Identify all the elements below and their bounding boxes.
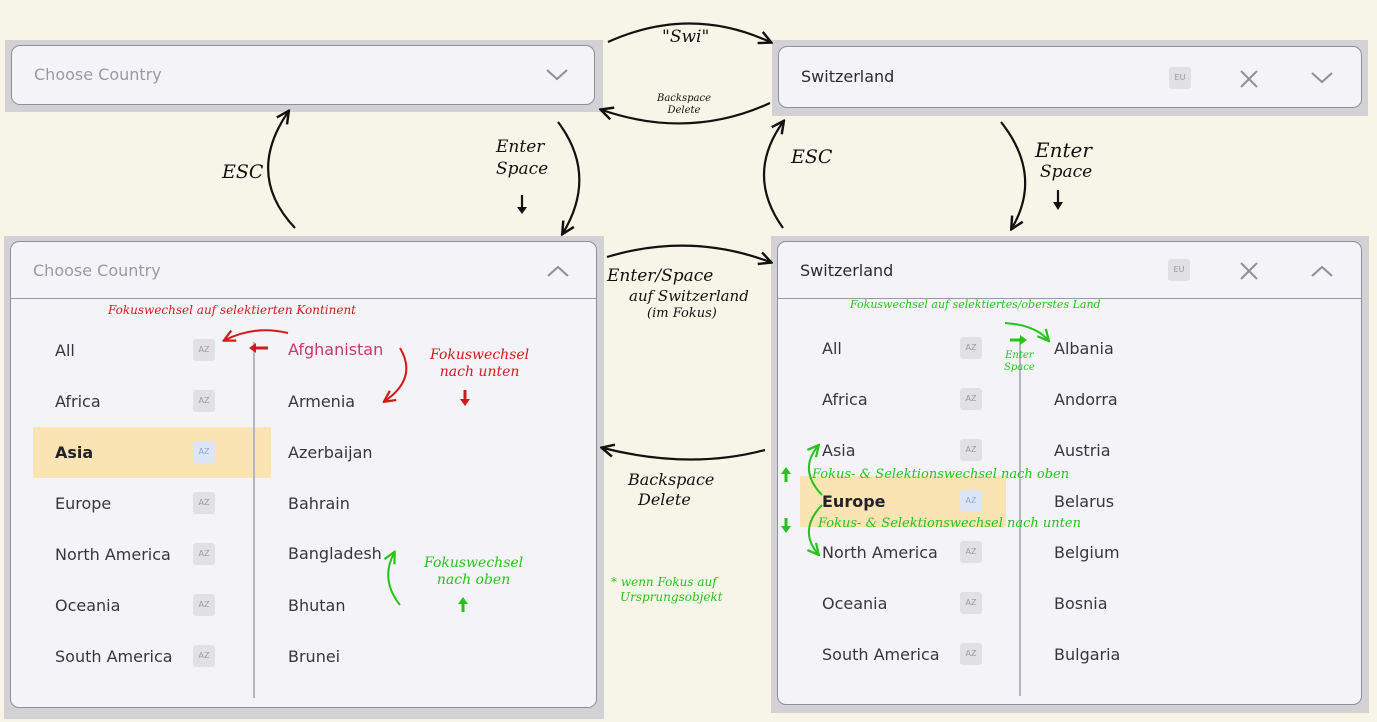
continent-label: Africa — [822, 390, 868, 409]
label-backspace-delete-small: Backspace Delete — [657, 93, 711, 116]
country-item[interactable]: Bulgaria — [1054, 645, 1121, 664]
az-badge: AZ — [193, 441, 215, 463]
continent-item[interactable]: All AZ — [33, 325, 271, 376]
combobox-value: Switzerland — [800, 261, 894, 280]
az-badge: AZ — [193, 339, 215, 361]
az-badge: AZ — [960, 388, 982, 410]
combobox-placeholder: Choose Country — [34, 65, 162, 84]
label-enter-space-small: Enter Space — [1004, 350, 1035, 373]
country-item[interactable]: Albania — [1054, 339, 1114, 358]
panel-header[interactable]: Choose Country — [11, 242, 596, 299]
arrow-esc-left — [267, 112, 296, 229]
country-item[interactable]: Andorra — [1054, 390, 1118, 409]
az-badge: AZ — [960, 439, 982, 461]
continent-item[interactable]: Europe AZ — [33, 478, 271, 529]
filled-combobox[interactable]: Switzerland EU — [778, 46, 1362, 108]
label-enter-space-on-switzerland: Enter/Space auf Switzerland (im Fokus) — [607, 266, 749, 321]
label-selection-up: Fokus- & Selektionswechsel nach oben — [812, 467, 1070, 482]
az-badge: AZ — [193, 645, 215, 667]
close-icon[interactable] — [1238, 68, 1260, 90]
label-esc-left: ESC — [222, 161, 264, 183]
continent-item[interactable]: All AZ — [800, 323, 1038, 374]
continent-label: Asia — [822, 441, 856, 460]
arrow-select-country — [606, 244, 770, 262]
continent-item[interactable]: Africa AZ — [33, 376, 271, 427]
az-badge: AZ — [960, 643, 982, 665]
chevron-down-icon[interactable] — [1309, 69, 1335, 87]
panel-header[interactable]: Switzerland EU — [778, 242, 1361, 299]
country-item[interactable]: Bangladesh — [288, 544, 382, 563]
chevron-up-icon[interactable] — [545, 262, 571, 280]
region-badge: EU — [1168, 259, 1190, 281]
continent-label: Africa — [55, 392, 101, 411]
arrow-enter-right — [1000, 121, 1027, 228]
continent-item[interactable]: South America AZ — [33, 631, 271, 682]
country-item[interactable]: Belgium — [1054, 543, 1120, 562]
az-badge: AZ — [960, 541, 982, 563]
az-badge: AZ — [960, 337, 982, 359]
continent-item-selected[interactable]: Asia AZ — [33, 427, 271, 478]
label-backspace-delete-middle: Backspace Delete — [628, 470, 715, 509]
country-item[interactable]: Austria — [1054, 441, 1111, 460]
continent-item[interactable]: Oceania AZ — [33, 580, 271, 631]
continent-label: North America — [822, 543, 938, 562]
az-badge: AZ — [193, 492, 215, 514]
arrow-enter-left — [557, 121, 581, 233]
az-badge: AZ — [960, 490, 982, 512]
country-item-focused[interactable]: Afghanistan — [288, 340, 384, 359]
column-divider — [1019, 338, 1021, 696]
closed-combobox[interactable]: Choose Country — [11, 45, 595, 105]
chevron-up-icon[interactable] — [1309, 262, 1335, 280]
arrow-delete-to-open — [603, 448, 766, 461]
az-badge: AZ — [960, 592, 982, 614]
column-divider — [253, 342, 255, 698]
continent-item[interactable]: Asia AZ — [800, 425, 1038, 476]
label-focus-to-continent: Fokuswechsel auf selektierten Kontinent — [108, 303, 356, 317]
arrow-esc-right — [762, 122, 783, 229]
country-item[interactable]: Bhutan — [288, 596, 346, 615]
label-footnote: * wenn Fokus auf Ursprungsobjekt — [611, 575, 723, 604]
continent-label: All — [822, 339, 842, 358]
continent-item-selected[interactable]: Europe AZ — [800, 476, 1006, 527]
country-item[interactable]: Armenia — [288, 392, 356, 411]
label-esc-right: ESC — [791, 146, 833, 168]
continent-label: Oceania — [55, 596, 121, 615]
continent-label: Asia — [55, 443, 94, 462]
country-item[interactable]: Belarus — [1054, 492, 1115, 511]
continent-item[interactable]: North America AZ — [33, 529, 271, 580]
az-badge: AZ — [193, 594, 215, 616]
continent-item[interactable]: Oceania AZ — [800, 578, 1038, 629]
label-focus-to-country: Fokuswechsel auf selektiertes/oberstes L… — [850, 298, 1101, 311]
continent-label: South America — [822, 645, 940, 664]
label-enter-space-right: Enter Space — [1035, 138, 1093, 182]
continent-label: Europe — [55, 494, 112, 513]
label-typing: "Swi" — [662, 27, 710, 47]
continent-label: Oceania — [822, 594, 888, 613]
combobox-value: Switzerland — [801, 67, 895, 86]
close-icon[interactable] — [1238, 260, 1260, 282]
country-item[interactable]: Bosnia — [1054, 594, 1108, 613]
country-item[interactable]: Brunei — [288, 647, 341, 666]
continent-label: South America — [55, 647, 173, 666]
region-badge: EU — [1169, 67, 1191, 89]
combobox-placeholder: Choose Country — [33, 261, 161, 280]
chevron-down-icon[interactable] — [544, 66, 570, 84]
label-focus-up: Fokuswechsel nach oben — [424, 555, 524, 588]
label-enter-space-left: Enter Space — [496, 137, 549, 180]
az-badge: AZ — [193, 390, 215, 412]
country-item[interactable]: Azerbaijan — [288, 443, 373, 462]
az-badge: AZ — [193, 543, 215, 565]
label-focus-down: Fokuswechsel nach unten — [430, 347, 530, 380]
continent-label: All — [55, 341, 75, 360]
country-item[interactable]: Bahrain — [288, 494, 350, 513]
continent-item[interactable]: North America AZ — [800, 527, 1038, 578]
continent-item[interactable]: Africa AZ — [800, 374, 1038, 425]
label-selection-down: Fokus- & Selektionswechsel nach unten — [818, 516, 1081, 531]
continent-item[interactable]: South America AZ — [800, 629, 1038, 680]
continent-label: Europe — [822, 492, 886, 511]
continent-label: North America — [55, 545, 171, 564]
